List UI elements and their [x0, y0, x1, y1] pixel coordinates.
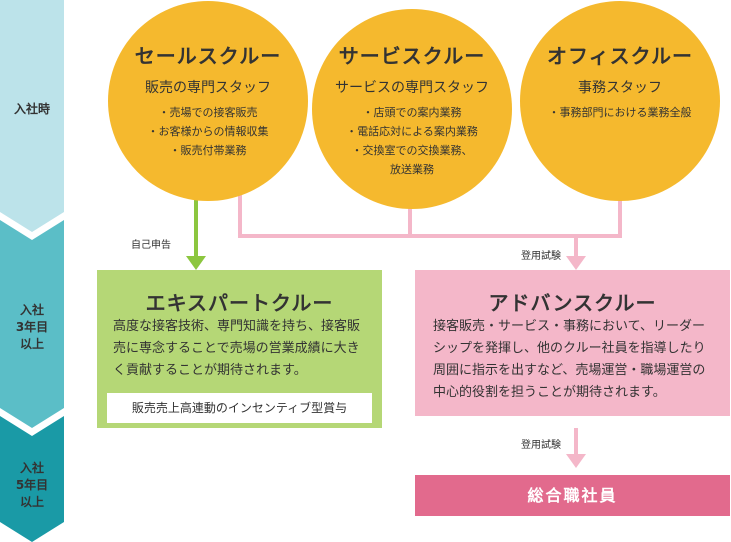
circle-sales-crew — [108, 1, 308, 201]
duty-item: ・販売付帯業務 — [169, 144, 247, 157]
advance-crew-title: アドバンスクルー — [488, 291, 657, 315]
duty-item: ・事務部門における業務全般 — [548, 106, 692, 119]
sales-crew-title: セールスクルー — [134, 44, 282, 68]
service-crew-text: サービスクルー サービスの専門スタッフ ・店頭での案内業務 ・電話応対による案内… — [322, 40, 502, 179]
incentive-note: 販売売上高連動のインセンティブ型賞与 — [107, 393, 372, 423]
sales-crew-subtitle: 販売の専門スタッフ — [145, 80, 271, 96]
stage-band-joining — [0, 0, 64, 232]
service-crew-title: サービスクルー — [338, 44, 486, 68]
duty-item: 放送業務 — [390, 163, 434, 176]
service-crew-subtitle: サービスの専門スタッフ — [335, 80, 489, 96]
arrowhead-to-general — [566, 454, 586, 468]
office-crew-duties: ・事務部門における業務全般 — [530, 103, 710, 122]
circle-office-crew — [520, 1, 720, 201]
arrowhead-to-expert — [186, 256, 206, 270]
promotion-exam-label-2: 登用試験 — [521, 440, 561, 451]
service-crew-duties: ・店頭での案内業務 ・電話応対による案内業務 ・交換室での交換業務、 放送業務 — [322, 103, 502, 179]
sales-crew-text: セールスクルー 販売の専門スタッフ ・売場での接客販売 ・お客様からの情報収集 … — [118, 40, 298, 160]
stage-band-5th-year — [0, 416, 64, 542]
advance-crew-description: 接客販売・サービス・事務において、リーダーシップを発揮し、他のクルー社員を指導し… — [433, 319, 706, 400]
duty-item: ・電話応対による案内業務 — [346, 125, 478, 138]
duty-item: ・お客様からの情報収集 — [147, 125, 269, 138]
duty-item: ・交換室での交換業務、 — [351, 144, 473, 157]
stage-label-3rd-year: 入社 3年目 以上 — [15, 303, 49, 351]
stage-band-3rd-year — [0, 220, 64, 428]
arrowhead-to-advance — [566, 256, 586, 270]
duty-item: ・売場での接客販売 — [158, 106, 258, 119]
stage-label-5th-year: 入社 5年目 以上 — [15, 461, 49, 509]
general-staff-box: 総合職社員 — [415, 475, 730, 516]
sales-crew-duties: ・売場での接客販売 ・お客様からの情報収集 ・販売付帯業務 — [118, 103, 298, 160]
office-crew-title: オフィスクルー — [547, 44, 693, 68]
duty-item: ・店頭での案内業務 — [362, 106, 462, 119]
expert-crew-title: エキスパートクルー — [145, 291, 334, 315]
advance-crew-box — [415, 270, 730, 416]
stage-label-joining: 入社時 — [13, 102, 50, 116]
office-crew-text: オフィスクルー 事務スタッフ ・事務部門における業務全般 — [530, 40, 710, 122]
circle-service-crew — [312, 9, 512, 209]
expert-crew-description: 高度な接客技術、専門知識を持ち、接客販売に専念することで売場の営業成績に大きく貢… — [113, 319, 361, 378]
promotion-exam-label-1: 登用試験 — [521, 251, 561, 262]
self-report-label: 自己申告 — [131, 240, 171, 251]
office-crew-subtitle: 事務スタッフ — [578, 80, 662, 96]
